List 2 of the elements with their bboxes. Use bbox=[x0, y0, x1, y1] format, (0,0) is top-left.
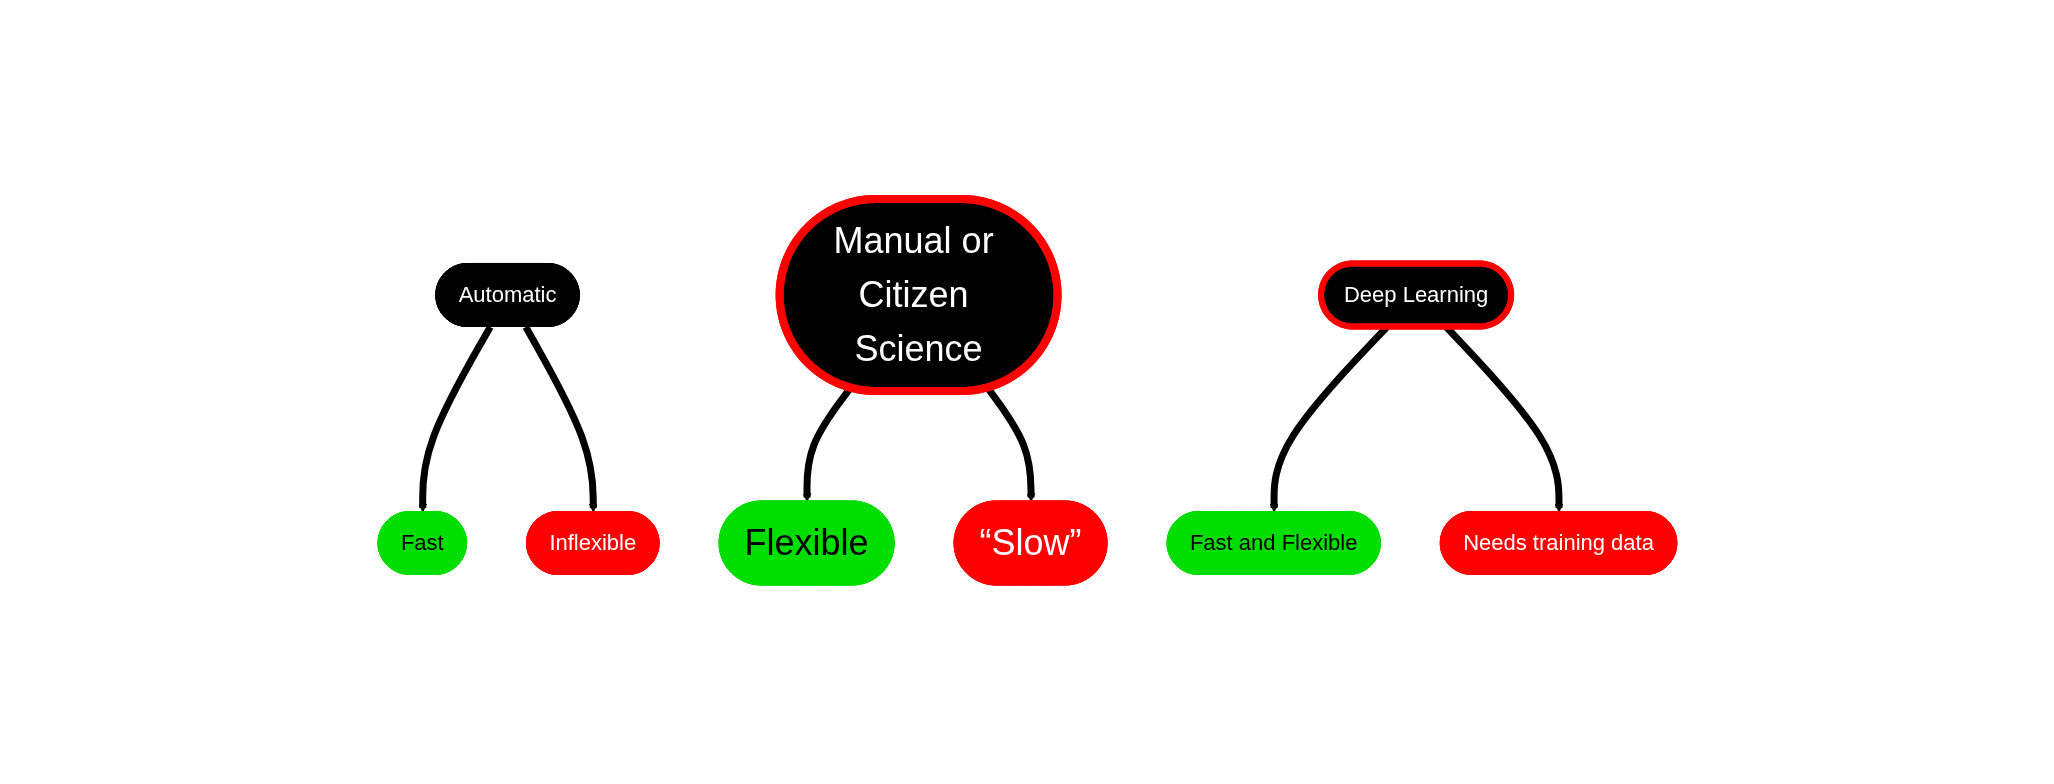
arrow bbox=[522, 325, 598, 513]
arrow bbox=[417, 325, 493, 513]
